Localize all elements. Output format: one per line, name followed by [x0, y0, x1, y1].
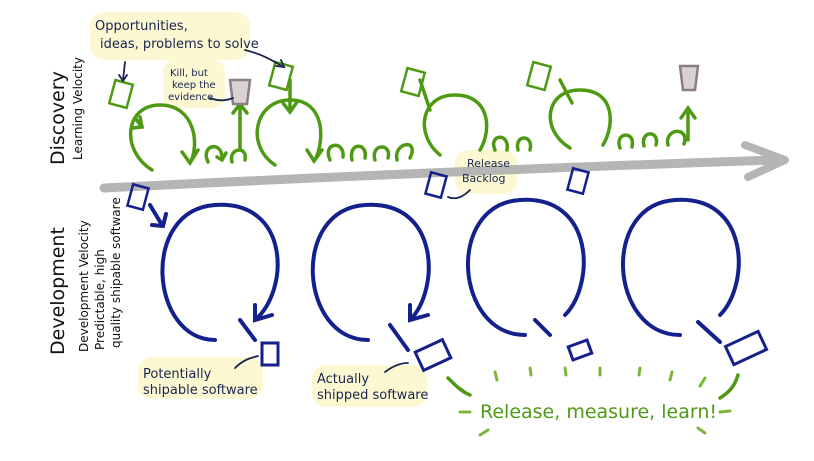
trash-can-icon [228, 64, 700, 106]
idea-card-icon [107, 60, 553, 110]
discovery-loops [128, 78, 697, 172]
development-subtitle-2: Predictable, high [93, 249, 107, 350]
highlights [90, 12, 517, 407]
discovery-title: Discovery [47, 71, 69, 165]
release-measure-learn: Release, measure, learn! [480, 401, 717, 423]
development-subtitle-3: quality shipable software [109, 197, 123, 348]
development-title: Development [47, 227, 69, 355]
backlog-card-icon [125, 166, 591, 212]
annotation-arrows [118, 49, 471, 373]
development-subtitle-1: Development Velocity [77, 220, 91, 352]
release-burst [446, 366, 740, 437]
opportunities-note: Opportunities,ideas, problems to solve [95, 19, 259, 52]
development-loops [148, 197, 741, 352]
discovery-subtitle: Learning Velocity [71, 57, 85, 160]
software-box-icon [260, 329, 769, 373]
